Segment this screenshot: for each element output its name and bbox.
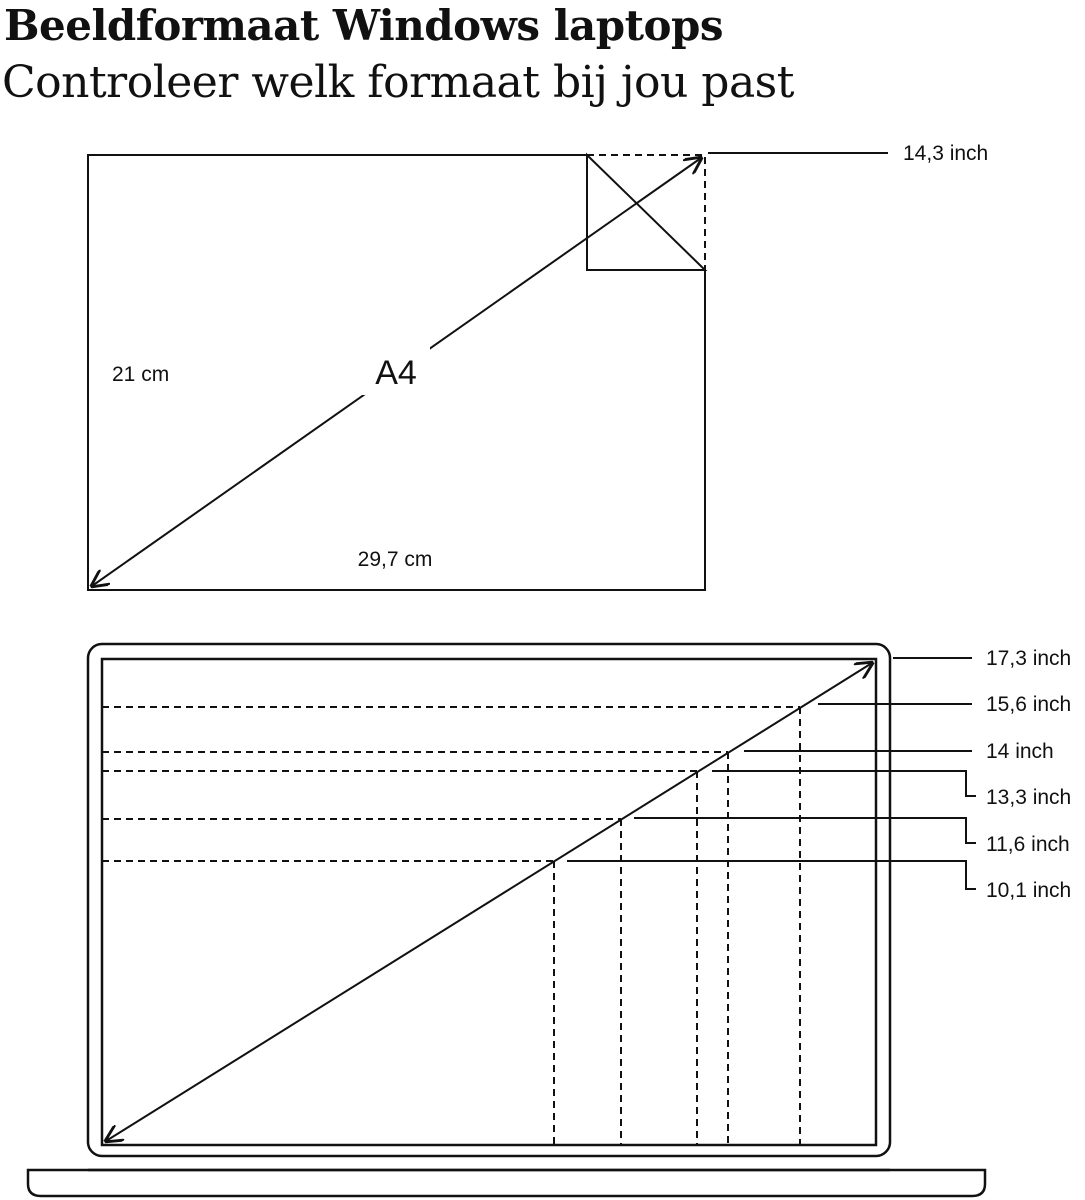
- size-leader-13-3: [712, 770, 976, 797]
- a4-diagonal-label: 14,3 inch: [903, 142, 988, 165]
- size-label-14: 14 inch: [986, 740, 1054, 763]
- laptop-lid: [86, 642, 892, 1158]
- a4-label-background: [360, 345, 430, 395]
- size-label-15-6: 15,6 inch: [986, 693, 1071, 716]
- size-label-10-1: 10,1 inch: [986, 879, 1071, 902]
- a4-folded-corner: [586, 152, 708, 271]
- size-leader-11-6: [634, 817, 976, 844]
- page-subtitle: Controleer welk formaat bij jou past: [2, 57, 794, 108]
- a4-sheet: A4 21 cm 29,7 cm 14,3 inch: [87, 142, 988, 591]
- laptop: 17,3 inch 15,6 inch 14 inch 13,3 inch 11…: [26, 642, 1071, 1198]
- a4-width-label: 29,7 cm: [358, 548, 433, 571]
- page-title: Beeldformaat Windows laptops: [4, 1, 724, 50]
- laptop-base: [26, 1168, 987, 1198]
- a4-label: A4: [375, 354, 417, 392]
- size-label-13-3: 13,3 inch: [986, 786, 1071, 809]
- size-label-11-6: 11,6 inch: [986, 833, 1070, 856]
- laptop-diagonal-arrow: [106, 663, 872, 1141]
- size-leader-10-1: [567, 860, 976, 890]
- a4-height-label: 21 cm: [112, 363, 169, 386]
- size-label-17-3: 17,3 inch: [986, 647, 1071, 670]
